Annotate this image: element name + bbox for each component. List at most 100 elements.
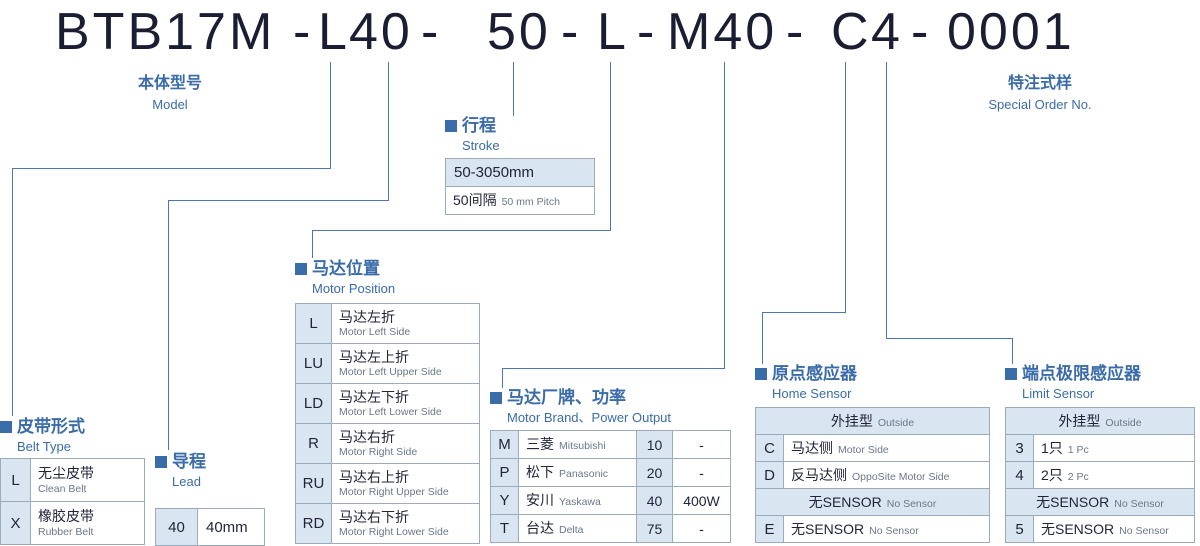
table-row: RU 马达右上折 Motor Right Upper Side bbox=[295, 463, 480, 504]
code-cell: RD bbox=[295, 503, 332, 544]
desc-cell: 马达侧 Motor Side bbox=[783, 434, 990, 462]
desc-zh: 马达侧 bbox=[791, 439, 833, 456]
leader-line-limit-sensor-v1 bbox=[886, 62, 887, 338]
power-cell: - bbox=[672, 458, 731, 487]
title-segment-body: BTB17M bbox=[55, 3, 276, 61]
code-cell: 40 bbox=[155, 508, 198, 546]
desc-en: Clean Belt bbox=[38, 482, 87, 495]
power-code-cell: 75 bbox=[636, 514, 673, 543]
brand-en: Panasonic bbox=[559, 468, 609, 480]
leader-line-belt-v1 bbox=[330, 62, 331, 168]
section-bullet-icon bbox=[295, 262, 307, 275]
table-row: L 无尘皮带 Clean Belt bbox=[0, 458, 145, 502]
belt-type-table: L 无尘皮带 Clean Belt X 橡胶皮带 Rubber Belt bbox=[0, 458, 145, 545]
leader-line-belt-h bbox=[12, 168, 331, 169]
code-cell: L bbox=[0, 458, 31, 502]
desc-en: Motor Side bbox=[838, 443, 889, 456]
desc-zh: 无SENSOR bbox=[791, 520, 865, 537]
motor-position-title-en: Motor Position bbox=[312, 280, 396, 296]
title-segment-belt: L bbox=[318, 3, 350, 61]
section-bullet-icon bbox=[445, 119, 457, 132]
title-hyphen: - bbox=[911, 3, 932, 61]
leader-line-lead-v2 bbox=[168, 200, 169, 450]
code-cell: T bbox=[490, 514, 519, 543]
brand-zh: 松下 bbox=[526, 464, 554, 480]
desc-zh: 马达右上折 bbox=[339, 468, 409, 485]
table-row: X 橡胶皮带 Rubber Belt bbox=[0, 501, 145, 545]
title-segment-limit-sensor: 4 bbox=[871, 3, 903, 61]
group-header-en: Outside bbox=[877, 416, 915, 429]
power-code-cell: 10 bbox=[636, 430, 673, 459]
desc-en: Motor Left Side bbox=[339, 326, 411, 339]
leader-line-lead-v1 bbox=[388, 62, 389, 200]
special-order-label-en: Special Order No. bbox=[988, 97, 1092, 113]
motor-brand-section-label: 马达厂牌、功率 Motor Brand、Power Output bbox=[490, 388, 671, 425]
title-hyphen: - bbox=[561, 3, 582, 61]
desc-cell: 马达左下折 Motor Left Lower Side bbox=[331, 383, 480, 424]
table-row: LU 马达左上折 Motor Left Upper Side bbox=[295, 343, 480, 384]
model-label-en: Model bbox=[152, 97, 188, 113]
section-bullet-icon bbox=[1005, 367, 1017, 380]
desc-zh: 1只 bbox=[1041, 439, 1063, 456]
desc-cell: 马达右折 Motor Right Side bbox=[331, 423, 480, 464]
lead-section-label: 导程 Lead bbox=[155, 452, 206, 489]
title-segment-lead: 40 bbox=[349, 3, 413, 61]
limit-sensor-section-label: 端点极限感应器 Limit Sensor bbox=[1005, 364, 1141, 401]
title-segment-stroke: 50 bbox=[487, 3, 551, 61]
desc-en: No Sensor bbox=[869, 524, 919, 537]
desc-en: 1 Pc bbox=[1067, 443, 1089, 456]
brand-en: Delta bbox=[559, 524, 584, 536]
leader-line-motor-position-h bbox=[312, 230, 611, 231]
stroke-title-zh: 行程 bbox=[462, 116, 496, 135]
home-sensor-title-zh: 原点感应器 bbox=[772, 364, 857, 383]
title-segment-home-sensor: C bbox=[831, 3, 872, 61]
title-hyphen: - bbox=[786, 3, 807, 61]
model-label: 本体型号 Model bbox=[95, 74, 245, 113]
code-cell: LD bbox=[295, 383, 332, 424]
desc-zh: 橡胶皮带 bbox=[38, 508, 94, 525]
motor-brand-title-en: Motor Brand、Power Output bbox=[507, 409, 672, 425]
desc-cell: 马达左上折 Motor Left Upper Side bbox=[331, 343, 480, 384]
power-cell: 400W bbox=[672, 486, 731, 515]
belt-type-title-en: Belt Type bbox=[17, 438, 71, 454]
leader-line-home-sensor-v2 bbox=[762, 312, 763, 364]
desc-zh: 无SENSOR bbox=[1041, 520, 1115, 537]
group-header-en: Outside bbox=[1105, 416, 1142, 429]
motor-position-title-zh: 马达位置 bbox=[312, 259, 380, 278]
desc-zh: 反马达侧 bbox=[791, 466, 847, 483]
title-hyphen: - bbox=[293, 3, 314, 61]
title-hyphen: - bbox=[421, 3, 442, 61]
leader-line-lead-h bbox=[168, 200, 389, 201]
code-cell: 5 bbox=[1005, 515, 1034, 543]
code-cell: 3 bbox=[1005, 434, 1034, 462]
desc-zh: 马达右下折 bbox=[339, 508, 409, 525]
code-cell: RU bbox=[295, 463, 332, 504]
desc-en: Motor Right Upper Side bbox=[339, 486, 449, 499]
group-header-en: No Sensor bbox=[886, 497, 937, 510]
power-cell: - bbox=[672, 430, 731, 459]
home-sensor-section-label: 原点感应器 Home Sensor bbox=[755, 364, 857, 401]
limit-sensor-title-en: Limit Sensor bbox=[1022, 385, 1095, 401]
table-row: LD 马达左下折 Motor Left Lower Side bbox=[295, 383, 480, 424]
code-cell: L bbox=[295, 303, 332, 344]
code-cell: P bbox=[490, 458, 519, 487]
leader-line-limit-sensor-v2 bbox=[1012, 338, 1013, 364]
belt-type-title-zh: 皮带形式 bbox=[17, 417, 85, 436]
table-row: 50-3050mm bbox=[445, 158, 595, 187]
desc-cell: 橡胶皮带 Rubber Belt bbox=[30, 501, 145, 545]
table-row: 3 1只 1 Pc bbox=[1005, 434, 1195, 462]
group-header-zh: 无SENSOR bbox=[1036, 493, 1110, 510]
brand-cell: 松下 Panasonic bbox=[518, 458, 637, 487]
